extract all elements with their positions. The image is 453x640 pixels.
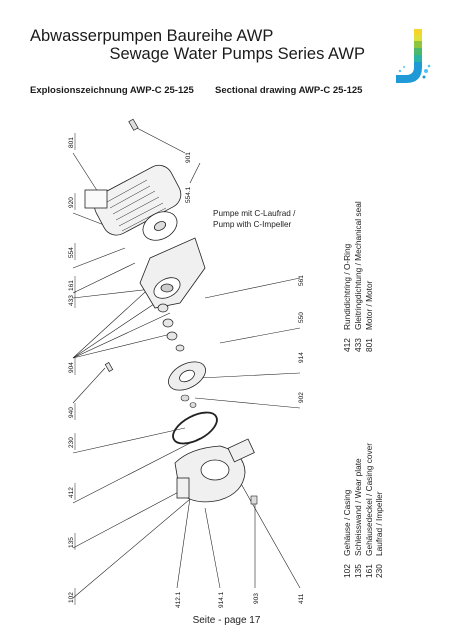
brand-logo-icon — [396, 29, 431, 83]
part-label-904: 904 — [68, 362, 75, 373]
part-label-135: 135 — [68, 537, 75, 548]
legend-item: 230Laufrad / Impeller — [374, 491, 385, 578]
part-label-940: 940 — [68, 407, 75, 418]
parts-legend-lower: 102Gehäuse / Casing 135Schleisswand / We… — [342, 443, 385, 578]
part-label-102: 102 — [68, 592, 75, 603]
caption-line-german: Pumpe mit C-Laufrad / — [213, 209, 296, 218]
subtitle-german: Explosionszeichnung AWP-C 25-125 — [30, 85, 194, 96]
legend-item: 102Gehäuse / Casing — [342, 489, 352, 578]
part-label-920: 920 — [68, 197, 75, 208]
page-title-german: Abwasserpumpen Baureihe AWP — [30, 27, 274, 45]
part-label-412-1: 412.1 — [175, 591, 182, 608]
legend-item: 801Motor / Motor — [363, 280, 374, 352]
page-number: Seite - page 17 — [192, 615, 261, 626]
part-label-914: 914 — [298, 352, 305, 363]
part-label-561: 561 — [298, 275, 305, 286]
part-label-433: 433 — [68, 295, 75, 306]
part-label-554-1: 554.1 — [185, 186, 192, 203]
parts-legend-upper: 412Rundidichtring / O-Ring 433Gleitringd… — [342, 201, 374, 352]
part-label-411: 411 — [298, 593, 305, 604]
part-label-230: 230 — [68, 437, 75, 448]
part-label-554: 554 — [68, 247, 75, 258]
part-label-412: 412 — [68, 487, 75, 498]
legend-item: 433Gleitringdichtung / Mechanical seal — [352, 201, 363, 352]
part-label-901: 901 — [185, 152, 192, 163]
part-label-161: 161 — [68, 280, 75, 291]
legend-item: 135Schleisswand / Wear plate — [352, 458, 363, 578]
part-label-902: 902 — [298, 392, 305, 403]
legend-item: 412Rundidichtring / O-Ring — [342, 243, 352, 352]
exploded-view-drawing: 801 920 554 161 433 904 940 230 412 135 … — [68, 118, 305, 608]
part-label-550: 550 — [298, 312, 305, 323]
page-title-english: Sewage Water Pumps Series AWP — [109, 45, 365, 63]
drawing-caption: Pumpe mit C-Laufrad / Pump with C-Impell… — [213, 208, 295, 230]
legend-item: 161Gehäusedeckel / Casing cover — [363, 443, 374, 578]
part-label-801: 801 — [68, 137, 75, 148]
part-label-914-1: 914.1 — [218, 591, 225, 608]
subtitle-english: Sectional drawing AWP-C 25-125 — [215, 85, 363, 96]
caption-line-english: Pump with C-Impeller — [213, 220, 292, 229]
part-label-903: 903 — [253, 593, 260, 604]
